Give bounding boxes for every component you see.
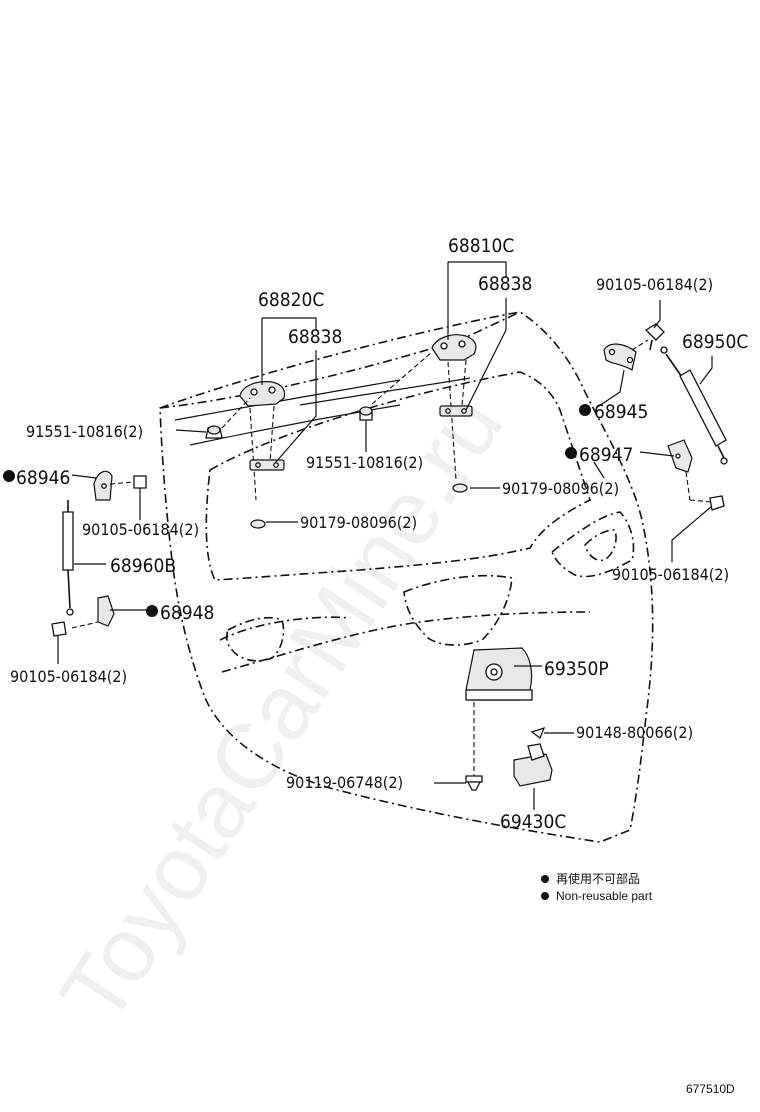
label-68947: 68947 xyxy=(579,444,633,466)
left-damper-stay-icon xyxy=(51,470,147,637)
label-90119: 90119-06748(2) xyxy=(286,773,403,792)
diagram-code: 677510D xyxy=(686,1082,735,1096)
clip-right-icon xyxy=(452,483,468,493)
label-90179-left: 90179-08096(2) xyxy=(300,513,417,532)
label-69350P: 69350P xyxy=(544,658,609,680)
label-68948: 68948 xyxy=(160,602,214,624)
striker-icon xyxy=(513,726,553,787)
label-68945: 68945 xyxy=(594,401,648,423)
label-91551-left: 91551-10816(2) xyxy=(26,422,143,441)
label-68946: 68946 xyxy=(16,467,70,489)
label-68810C: 68810C xyxy=(448,235,514,257)
hinge-left-icon xyxy=(239,381,286,501)
bolt-90119-icon xyxy=(465,775,483,791)
label-68820C: 68820C xyxy=(258,289,324,311)
non-reusable-dot-68946 xyxy=(3,470,15,482)
label-68838-left: 68838 xyxy=(288,326,342,348)
label-91551-mid: 91551-10816(2) xyxy=(306,453,423,472)
label-90148: 90148-80066(2) xyxy=(576,723,693,742)
legend-line-en: Non-reusable part xyxy=(556,889,653,903)
non-reusable-dot-68947 xyxy=(565,447,577,459)
clip-left-icon xyxy=(250,519,266,529)
label-68950C: 68950C xyxy=(682,331,748,353)
watermark-text: ToyotaCarMine.ru xyxy=(41,376,522,1040)
cushion-mid-icon xyxy=(359,351,433,421)
back-door-lock-icon xyxy=(465,647,533,776)
legend-line-ja: 再使用不可部品 xyxy=(556,871,640,886)
legend-dot-icon xyxy=(541,892,549,900)
legend-dot-icon xyxy=(541,875,549,883)
label-69430C: 69430C xyxy=(500,811,566,833)
legend: 再使用不可部品 Non-reusable part xyxy=(541,871,653,903)
leader-lines xyxy=(57,261,713,810)
label-90105-right: 90105-06184(2) xyxy=(612,565,729,584)
label-90105-left: 90105-06184(2) xyxy=(82,520,199,539)
label-90105-bottom: 90105-06184(2) xyxy=(10,667,127,686)
label-90105-top: 90105-06184(2) xyxy=(596,275,713,294)
right-damper-stay-icon xyxy=(603,323,728,511)
hinge-right-icon xyxy=(431,334,477,481)
non-reusable-dot-68945 xyxy=(579,404,591,416)
label-68838-right: 68838 xyxy=(478,273,532,295)
back-door-outline xyxy=(159,311,654,843)
label-68960B: 68960B xyxy=(110,555,176,577)
cushion-left-icon xyxy=(205,397,251,439)
non-reusable-dot-68948 xyxy=(146,605,158,617)
label-90179-right: 90179-08096(2) xyxy=(502,479,619,498)
